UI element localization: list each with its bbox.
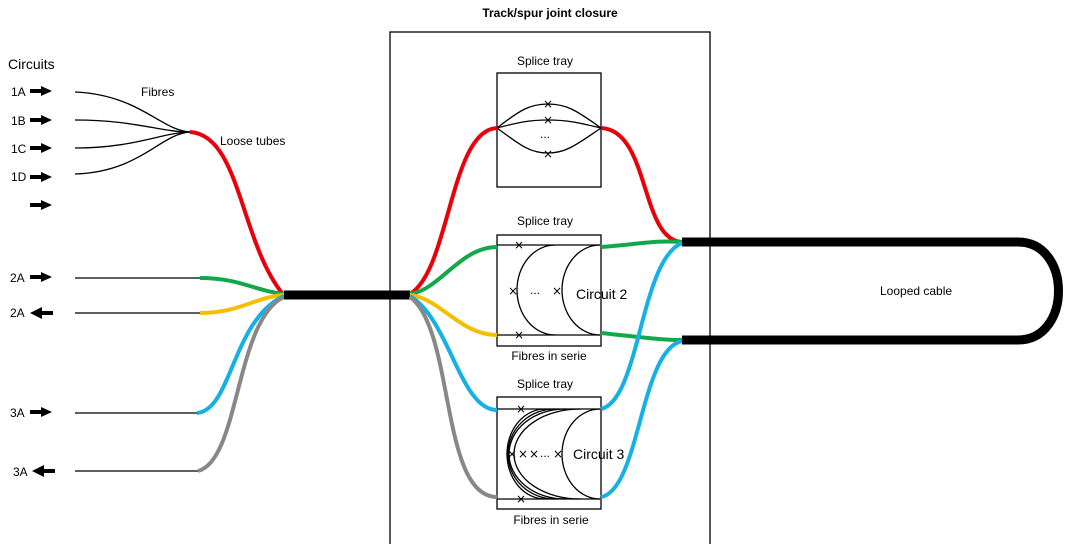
splice-mark: × — [529, 447, 539, 461]
splice-mark: × — [514, 238, 524, 252]
circuit-label-3a-out: 3A — [13, 465, 28, 479]
splice-tray-3-label: Splice tray — [517, 377, 573, 391]
splice-tray-2 — [496, 234, 602, 347]
looped-cable-label: Looped cable — [880, 284, 952, 298]
loose-tubes-label: Loose tubes — [220, 134, 285, 148]
splice-tray-3-loops — [497, 408, 601, 500]
blue-fibre-closure-right-top — [600, 241, 683, 411]
red-loose-tube-left — [189, 130, 284, 295]
blue-loose-tube-left — [196, 294, 285, 415]
green-fibre-closure-right-bottom — [600, 331, 683, 342]
circuit-label-1d: 1D — [11, 170, 27, 184]
circuit-label-2a-in: 2A — [10, 271, 25, 285]
splice-mark: × — [553, 447, 563, 461]
arrow-right-icon — [30, 407, 52, 417]
circuit-label-2a-out: 2A — [10, 306, 25, 320]
splice-mark: × — [543, 147, 553, 161]
arrow-right-icon — [30, 200, 52, 210]
splice-mark: × — [516, 402, 526, 416]
circuit-label-1b: 1B — [11, 114, 26, 128]
yellow-fibre-closure-left — [409, 293, 498, 337]
green-fibre-closure-right-top — [600, 239, 683, 249]
yellow-loose-tube-left — [199, 293, 285, 315]
arrow-right-icon — [30, 272, 52, 282]
fibre-bundle-1 — [74, 91, 191, 175]
circuit-3-label: Circuit 3 — [573, 446, 625, 462]
arrow-left-icon — [32, 465, 55, 477]
splice-tray-1-fibres — [496, 103, 602, 154]
red-fibre-closure-left — [408, 126, 498, 296]
blue-fibre-closure-right-bottom — [600, 339, 683, 499]
circuit-label-3a-in: 3A — [10, 406, 25, 420]
red-fibre-closure-right — [600, 126, 683, 244]
fibres-in-serie-label: Fibres in serie — [513, 513, 589, 527]
arrow-right-icon — [30, 86, 52, 96]
splice-mark: × — [516, 492, 526, 506]
ellipsis: ... — [540, 446, 550, 460]
arrow-right-icon — [30, 172, 52, 182]
arrow-left-icon — [30, 307, 53, 319]
splice-mark: × — [552, 284, 562, 298]
grey-loose-tube-left — [197, 295, 285, 473]
splice-tray-2-label: Splice tray — [517, 214, 573, 228]
circuit-2-label: Circuit 2 — [576, 286, 628, 302]
splice-mark: × — [514, 328, 524, 342]
green-loose-tube-left — [199, 276, 285, 296]
splice-tray-3 — [496, 396, 602, 510]
splice-mark: × — [507, 447, 517, 461]
splice-tray-2-loops — [497, 244, 601, 336]
fibres-label: Fibres — [141, 85, 174, 99]
circuits-heading: Circuits — [8, 56, 55, 72]
splice-mark: × — [518, 447, 528, 461]
splice-mark: × — [543, 97, 553, 111]
fibres-in-serie-label: Fibres in serie — [511, 349, 587, 363]
blue-fibre-closure-left — [408, 294, 498, 412]
input-fibres-circuit-2-3 — [75, 277, 200, 472]
circuit-label-1c: 1C — [11, 142, 27, 156]
splice-mark: × — [543, 113, 553, 127]
green-fibre-closure-left — [409, 245, 498, 296]
splice-mark: × — [508, 284, 518, 298]
closure-title: Track/spur joint closure — [482, 6, 618, 20]
ellipsis: ... — [540, 127, 550, 141]
arrow-right-icon — [30, 115, 52, 125]
looped-cable — [682, 237, 1063, 345]
circuit-label-1a: 1A — [11, 85, 26, 99]
grey-fibre-closure-left — [408, 295, 498, 499]
splice-tray-1-label: Splice tray — [517, 54, 573, 68]
joint-closure-box — [389, 31, 711, 544]
arrow-right-icon — [30, 143, 52, 153]
ellipsis: ... — [530, 283, 540, 297]
